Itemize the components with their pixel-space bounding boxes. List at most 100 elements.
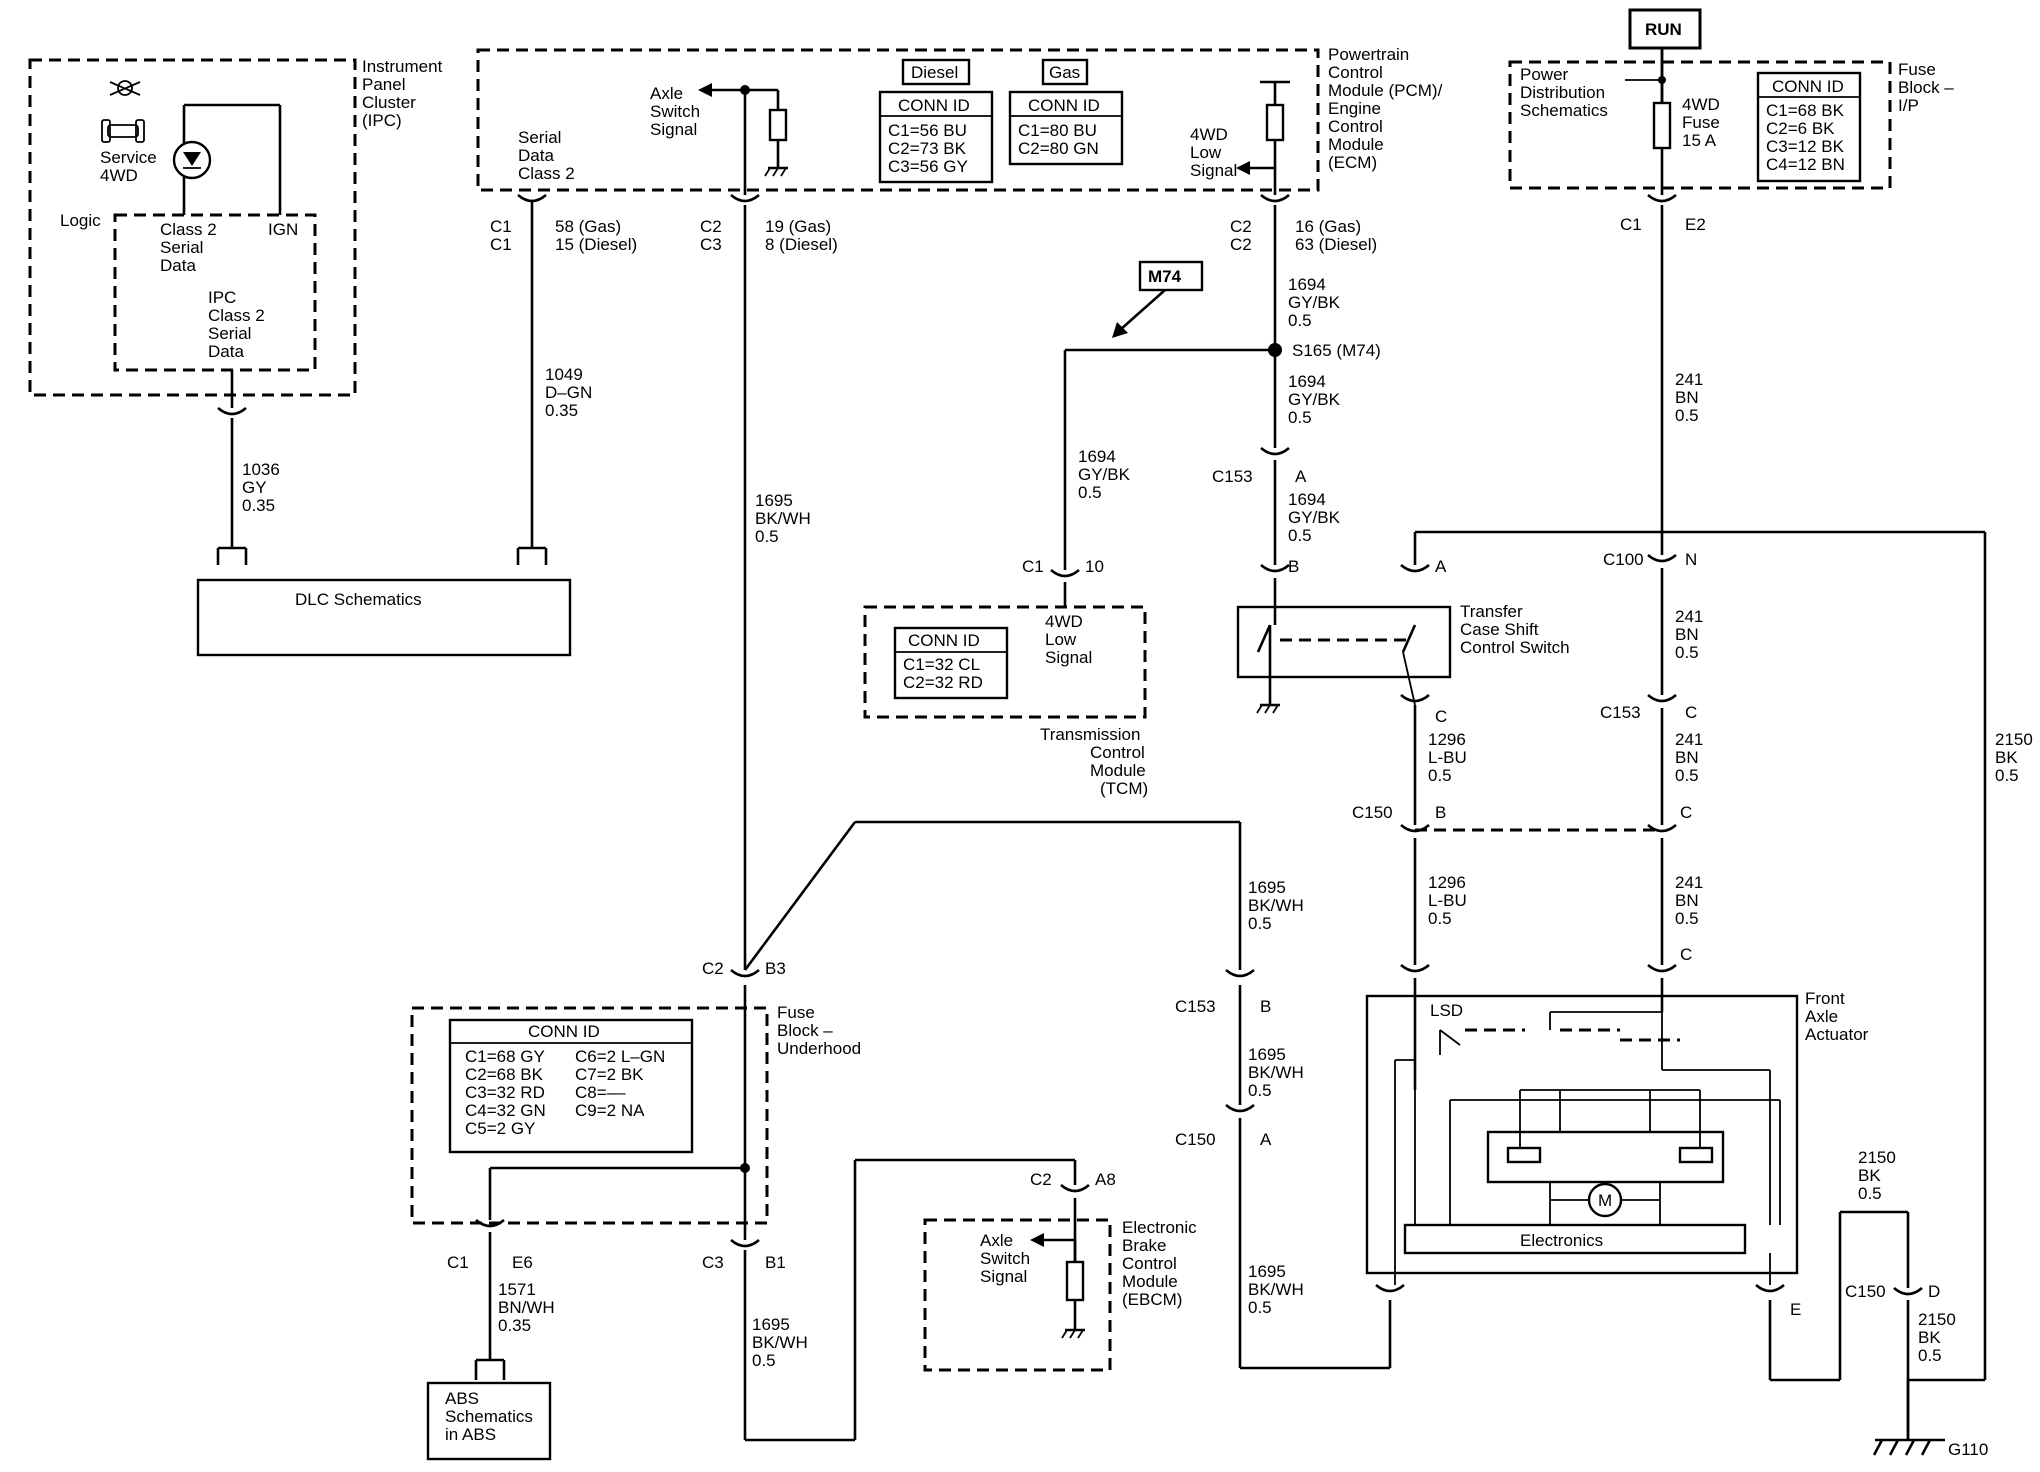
fuse-4wd-icon [1652, 101, 1672, 150]
c100-label: C100 [1603, 550, 1644, 569]
pcm-c2c3-pins: 19 (Gas) 8 (Diesel) [765, 217, 838, 254]
m74-arrow [1119, 289, 1166, 331]
wire-1695-main-label: 1695 BK/WH 0.5 [755, 491, 815, 546]
wire-2150-b-label: 2150 BK 0.5 [1918, 1310, 1961, 1365]
c153-c-label: C153 [1600, 703, 1641, 722]
4wd-low-arrow-icon [1236, 161, 1250, 175]
tcm-10-label: 10 [1085, 557, 1104, 576]
transfer-switch-box [1236, 605, 1452, 679]
tcm-signal-label: 4WD Low Signal [1045, 612, 1092, 667]
ipc-module [28, 58, 357, 397]
act-c-label: C [1680, 945, 1692, 964]
pcm-axle-label: Axle Switch Signal [650, 84, 705, 139]
fuse-underhood-conn-table [448, 1018, 694, 1154]
wire-1571-label: 1571 BN/WH 0.35 [498, 1280, 559, 1335]
lsd-label: LSD [1430, 1001, 1463, 1020]
ipc-label: Instrument Panel Cluster (IPC) [362, 57, 447, 130]
c150-a-pin-label: A [1260, 1130, 1272, 1149]
gas-conn-table [1008, 58, 1124, 166]
ipc-inner-label: IPC Class 2 Serial Data [208, 288, 269, 361]
electronics-label: Electronics [1520, 1231, 1603, 1250]
power-dist-label: Power Distribution Schematics [1520, 65, 1610, 120]
dlc-box[interactable] [196, 578, 572, 657]
pcm-module [476, 48, 1320, 192]
fuse-block-ip-label: Fuse Block – I/P [1898, 60, 1958, 115]
m74-arrow-icon [1112, 322, 1128, 338]
c150-d-pin-label: D [1928, 1282, 1940, 1301]
g110-ground-icon [1872, 1438, 1945, 1456]
pcm-c2c2-pins: 16 (Gas) 63 (Diesel) [1295, 217, 1377, 254]
transfer-label: Transfer Case Shift Control Switch [1460, 602, 1570, 657]
ipc-pins-label: 58 (Gas) 15 (Diesel) [555, 217, 637, 254]
fu-e6-label: E6 [512, 1253, 533, 1272]
wire-1296-a-label: 1296 L-BU 0.5 [1428, 730, 1471, 785]
ebcm-label: Electronic Brake Control Module (EBCM) [1122, 1218, 1201, 1309]
switch-contact-right [1401, 624, 1417, 653]
fuse-block-ip-conn-table [1756, 71, 1862, 183]
wire-1296-b-label: 1296 L-BU 0.5 [1428, 873, 1471, 928]
pcm-c2c2-label: C2 C2 [1230, 217, 1256, 254]
c153-a-label: A [1295, 467, 1307, 486]
pcm-label: Powertrain Control Module (PCM)/ Engine … [1328, 45, 1447, 172]
ipc-service-label: Service 4WD [100, 148, 161, 185]
actuator-label: Front Axle Actuator [1805, 989, 1869, 1044]
wire-1694-low-label: 1694 GY/BK 0.5 [1288, 490, 1345, 545]
ebcm-ground-icon [1061, 1328, 1085, 1339]
g110-label: G110 [1948, 1440, 1988, 1459]
tcm-conn-text: CONN ID C1=32 CL C2=32 RD [903, 631, 985, 692]
axle-signal-arrow-icon [698, 83, 712, 97]
sw-b-label: B [1288, 557, 1299, 576]
dlc-label: DLC Schematics [295, 590, 422, 609]
wire-2150-a-label: 2150 BK 0.5 [1858, 1148, 1901, 1203]
fuse-underhood-conn-title: CONN ID [528, 1022, 600, 1041]
fuse-4wd-label: 4WD Fuse 15 A [1682, 95, 1725, 150]
wire-1694-top-label: 1694 GY/BK 0.5 [1288, 275, 1345, 330]
wires [182, 48, 1987, 1442]
diesel-conn-text: CONN ID C1=56 BU C2=73 BK C3=56 GY [888, 96, 975, 176]
c100-n-label: N [1685, 550, 1697, 569]
tcm-module [863, 605, 1147, 719]
fu-b3-label: B3 [765, 959, 786, 978]
tcm-label: Transmission Control Module (TCM) [1040, 725, 1151, 798]
fu-b1-label: B1 [765, 1253, 786, 1272]
pcm-serial-label: Serial Data Class 2 [518, 128, 575, 183]
wire-241-a-label: 241 BN 0.5 [1675, 607, 1708, 662]
tcm-c1-label: C1 [1022, 557, 1044, 576]
electronics-box [1403, 1223, 1747, 1255]
actuator-solenoid-right [1678, 1146, 1714, 1164]
c153-c-pin-label: C [1685, 703, 1697, 722]
ebcm-a8-label: A8 [1095, 1170, 1116, 1189]
abs-box[interactable] [426, 1381, 552, 1461]
pcm-4wd-label: 4WD Low Signal [1190, 125, 1237, 180]
fuse-c1-label: C1 [1620, 215, 1642, 234]
4wd-vehicle-icon [101, 80, 145, 143]
connector-cups [217, 193, 1923, 1296]
wire-1695-r3-label: 1695 BK/WH 0.5 [1248, 1262, 1308, 1317]
ipc-logic-label: Logic [60, 211, 101, 230]
fuse-underhood-node [740, 1163, 750, 1173]
fuse-underhood-label: Fuse Block – Underhood [777, 1003, 861, 1058]
fuse-underhood-conn-text: C1=68 GY C6=2 L–GN C2=68 BK C7=2 BK C3=3… [465, 1047, 670, 1138]
ebcm-c2-label: C2 [1030, 1170, 1052, 1189]
abs-label: ABS Schematics in ABS [445, 1389, 538, 1444]
wire-1049-label: 1049 D–GN 0.35 [545, 365, 597, 420]
fu-c3-label: C3 [702, 1253, 724, 1272]
ipc-class2-label: Class 2 Serial Data [160, 220, 221, 275]
transfer-ground-icon [1256, 703, 1280, 714]
c150-b-label: B [1435, 803, 1446, 822]
act-e-label: E [1790, 1300, 1801, 1319]
ebcm-resistor [1065, 1260, 1085, 1302]
ipc-c1-label: C1 C1 [490, 217, 516, 254]
splice-s165 [1268, 343, 1282, 357]
pcm-c2c3-label: C2 C3 [700, 217, 726, 254]
fuse-e2-label: E2 [1685, 215, 1706, 234]
diesel-label: Diesel [911, 63, 958, 82]
sw-a-label: A [1435, 557, 1447, 576]
wire-241-top-label: 241 BN 0.5 [1675, 370, 1708, 425]
wire-241-c-label: 241 BN 0.5 [1675, 873, 1708, 928]
pcm-4wd-resistor [1265, 103, 1285, 142]
motor-label: M [1598, 1191, 1612, 1210]
wire-241-b-label: 241 BN 0.5 [1675, 730, 1708, 785]
wire-1694-tcm-label: 1694 GY/BK 0.5 [1078, 447, 1135, 502]
